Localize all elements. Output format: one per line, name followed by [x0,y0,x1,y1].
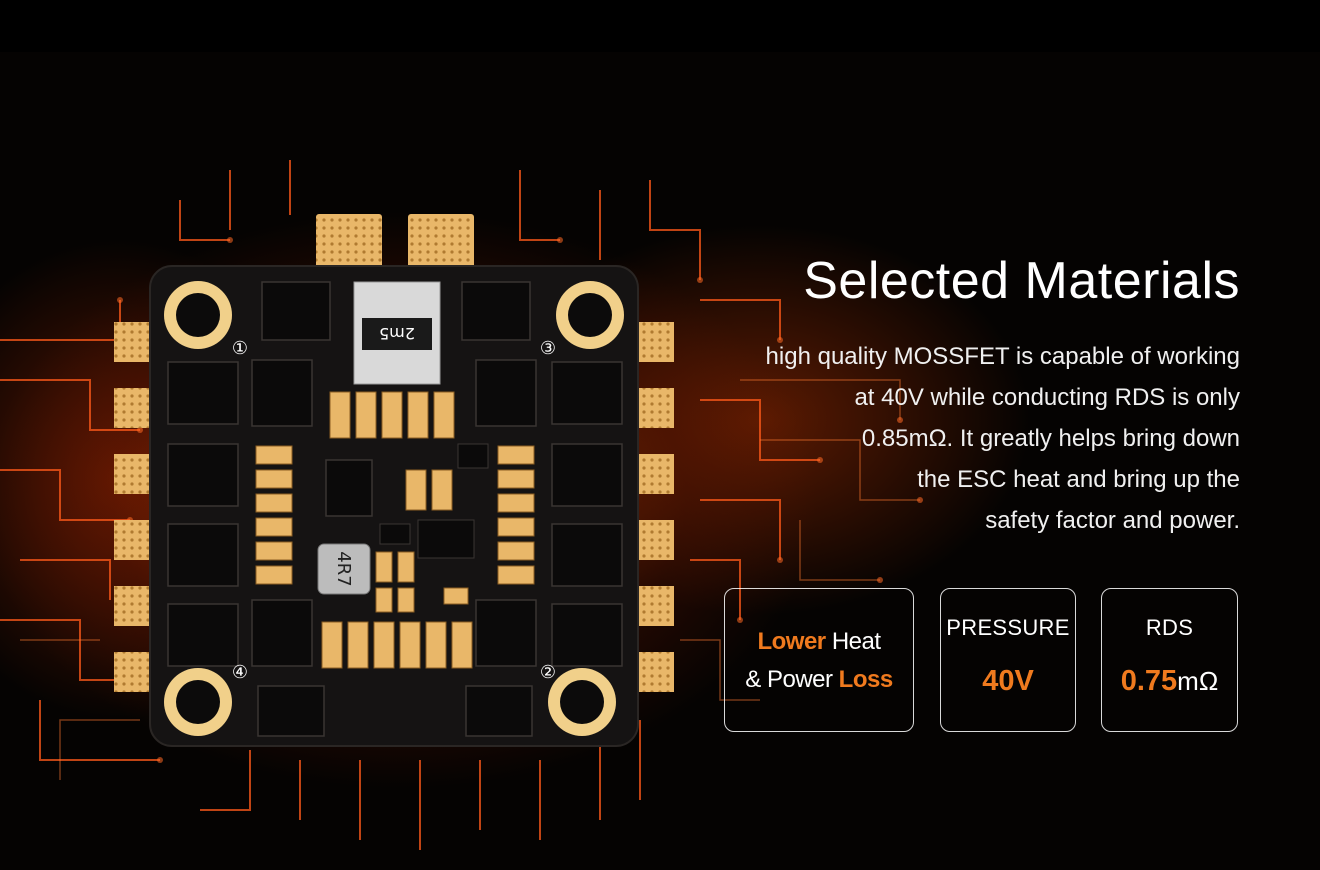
description-line: safety factor and power. [985,507,1240,534]
inductor-marking: 4R7 [333,551,354,586]
shunt-marking: 2m5 [379,324,415,343]
description-line: 0.85mΩ. It greatly helps bring down [861,425,1240,452]
heat-loss-line-2: & Power Loss [725,661,913,699]
heat-text: Heat [825,628,881,655]
rds-number: 0.75 [1120,665,1178,697]
power-text: & Power [745,666,839,693]
rds-label: RDS [1145,615,1194,640]
pressure-label: PRESSURE [946,615,1070,640]
section-description: high quality MOSSFET is capable of worki… [690,336,1240,541]
rds-unit: mΩ [1177,666,1219,696]
loss-accent: Loss [838,666,894,693]
rds-card: RDS 0.75mΩ [1101,588,1238,732]
pressure-card: PRESSURE 40V [940,588,1076,732]
corner-label-3: ③ [540,338,556,359]
description-line: at 40V while conducting RDS is only [854,384,1240,411]
description-line: high quality MOSSFET is capable of worki… [765,343,1240,370]
corner-label-4: ④ [232,662,248,683]
description-line: the ESC heat and bring up the [917,466,1240,493]
rds-value: 0.75mΩ [1102,665,1237,698]
corner-label-2: ② [540,662,556,683]
spec-cards: Lower Heat & Power Loss PRESSURE 40V RDS… [724,588,1238,734]
pressure-value: 40V [941,665,1075,698]
heat-loss-card: Lower Heat & Power Loss [724,588,914,732]
feature-text: Selected Materials high quality MOSSFET … [690,250,1240,541]
heat-loss-line-1: Lower Heat [725,623,913,661]
top-band [0,0,1320,52]
heat-accent: Lower [757,628,826,655]
section-title: Selected Materials [803,252,1240,310]
corner-label-1: ① [232,338,248,359]
pressure-number: 40V [982,665,1034,697]
mounting-holes [164,281,624,736]
